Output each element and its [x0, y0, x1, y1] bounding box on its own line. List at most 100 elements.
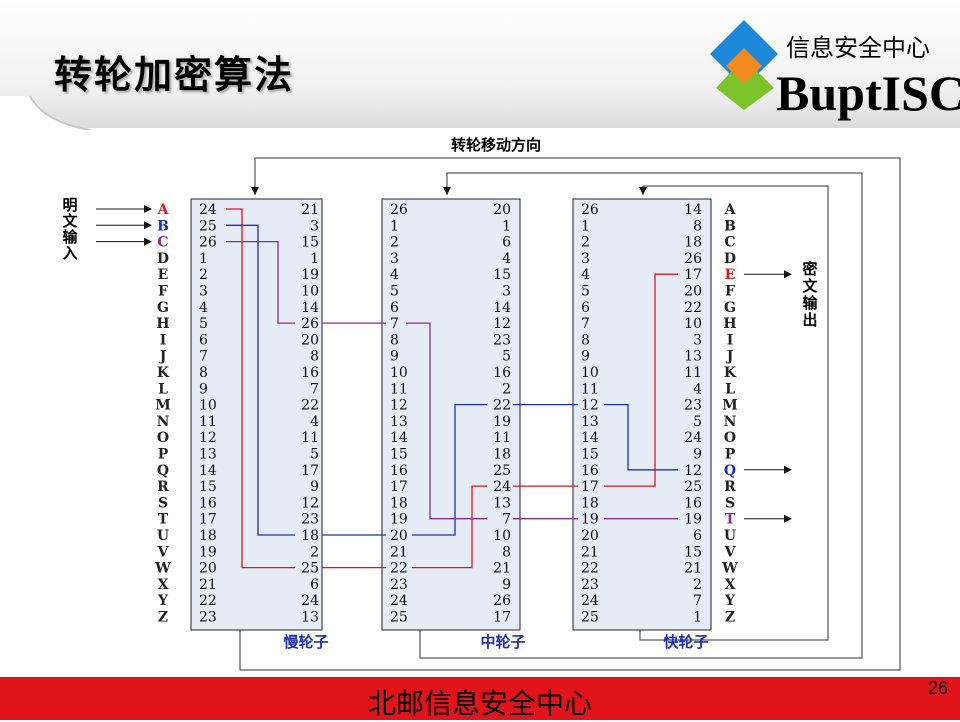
page-number: 26 — [928, 678, 949, 698]
rotor-left-number: 9 — [390, 349, 399, 365]
rotor-right-number: 13 — [493, 495, 511, 511]
rotor-right-number: 25 — [301, 561, 319, 577]
rotor-left-number: 18 — [390, 495, 408, 511]
rotor-left-number: 19 — [390, 512, 408, 528]
rotor-right-number: 4 — [310, 414, 319, 430]
direction-frame-outer — [239, 157, 901, 671]
rotor-left-number: 7 — [199, 349, 208, 365]
cipher-letter: I — [727, 332, 734, 348]
rotor-left-number: 7 — [581, 316, 590, 332]
cipher-letter: H — [723, 316, 736, 332]
plain-letter: R — [157, 479, 169, 495]
rotor-right-number: 14 — [684, 202, 702, 218]
ciphertext-label-char: 密 — [802, 260, 817, 278]
header-band — [0, 0, 960, 130]
rotor-right-number: 18 — [493, 447, 511, 463]
rotor-left-number: 11 — [199, 414, 217, 430]
plaintext-label-char: 文 — [62, 212, 78, 230]
rotor-left-number: 19 — [581, 512, 599, 528]
rotor-left-number: 23 — [581, 577, 599, 593]
rotor-right-number: 8 — [693, 218, 702, 234]
plain-letter: U — [157, 528, 169, 544]
plain-letter: S — [158, 495, 168, 511]
rotor-right-number: 8 — [310, 349, 319, 365]
rotor-left-number: 8 — [199, 365, 208, 381]
cipher-letter: D — [724, 251, 736, 267]
rotor-right-number: 7 — [693, 593, 702, 609]
rotor-right-number: 1 — [693, 610, 702, 626]
ciphertext-label-char: 出 — [802, 311, 817, 329]
rotor-left-number: 26 — [390, 202, 408, 218]
rotor-right-number: 8 — [502, 544, 511, 560]
ciphertext-label-char: 输 — [802, 294, 818, 312]
rotor-right-number: 21 — [684, 561, 702, 577]
cipher-letter: A — [724, 202, 737, 218]
cipher-letter: C — [724, 235, 735, 251]
rotor-right-number: 15 — [684, 544, 702, 560]
rotor-left-number: 15 — [581, 447, 599, 463]
rotor-left-number: 3 — [199, 284, 208, 300]
rotor-left-number: 2 — [390, 235, 399, 251]
rotor-right-number: 14 — [301, 300, 319, 316]
right-arrow-icon — [784, 514, 792, 523]
rotor-right-number: 5 — [310, 447, 319, 463]
rotor-right-number: 3 — [502, 284, 511, 300]
plain-letter: F — [158, 284, 168, 300]
right-arrow-icon — [784, 270, 792, 279]
plain-letter: V — [157, 544, 170, 560]
rotor-right-number: 9 — [693, 447, 702, 463]
rotor-name: 快轮子 — [663, 633, 708, 651]
plain-letter: Z — [158, 610, 168, 626]
rotor-left-number: 23 — [199, 610, 217, 626]
rotor-right-number: 7 — [502, 512, 511, 528]
cipher-letter: X — [725, 577, 736, 593]
rotor-left-number: 23 — [390, 577, 408, 593]
rotor-box — [381, 198, 521, 631]
rotor-left-number: 5 — [199, 316, 208, 332]
rotor-left-number: 16 — [199, 495, 217, 511]
plain-letter: I — [160, 332, 167, 348]
rotor-left-number: 14 — [199, 463, 217, 479]
rotor-left-number: 14 — [390, 430, 408, 446]
rotor-right-number: 22 — [301, 398, 319, 414]
plain-letter: K — [157, 365, 170, 381]
rotor-left-number: 6 — [581, 300, 590, 316]
rotor-right-number: 24 — [493, 479, 511, 495]
cipher-letter: W — [721, 561, 738, 577]
rotor-right-number: 2 — [310, 544, 319, 560]
rotor-left-number: 15 — [199, 479, 217, 495]
rotor-right-number: 5 — [502, 349, 511, 365]
rotor-right-number: 26 — [684, 251, 702, 267]
rotor-left-number: 20 — [581, 528, 599, 544]
rotor-right-number: 12 — [684, 463, 702, 479]
rotor-left-number: 17 — [390, 479, 408, 495]
buptisc-logo-icon — [710, 20, 778, 110]
rotor-right-number: 24 — [684, 430, 702, 446]
rotor-left-number: 13 — [581, 414, 599, 430]
cipher-letter: S — [725, 495, 735, 511]
rotor-right-number: 2 — [693, 577, 702, 593]
rotor-right-number: 16 — [301, 365, 319, 381]
rotor-left-number: 6 — [199, 332, 208, 348]
cipher-letter: J — [725, 349, 734, 365]
path-purple-middle — [406, 322, 487, 520]
plain-letter: J — [158, 349, 167, 365]
rotor-left-number: 21 — [390, 544, 408, 560]
rotor-right-number: 17 — [493, 610, 511, 626]
rotor-left-number: 25 — [390, 610, 408, 626]
header-swoosh — [0, 0, 960, 130]
path-red-middle — [412, 485, 487, 569]
rotor-right-number: 11 — [493, 430, 511, 446]
rotor-left-number: 12 — [390, 398, 408, 414]
rotor-right-number: 16 — [493, 365, 511, 381]
rotor-left-number: 26 — [581, 202, 599, 218]
rotor-right-number: 1 — [310, 251, 319, 267]
cipher-letter: G — [724, 300, 736, 316]
slide-title: 转轮加密算法 — [54, 53, 295, 97]
rotor-right-number: 20 — [301, 332, 319, 348]
rotor-left-number: 11 — [581, 381, 599, 397]
rotor-left-number: 4 — [390, 267, 399, 283]
rotor-box — [572, 198, 712, 631]
rotor-right-number: 19 — [301, 267, 319, 283]
rotor-right-number: 25 — [684, 479, 702, 495]
